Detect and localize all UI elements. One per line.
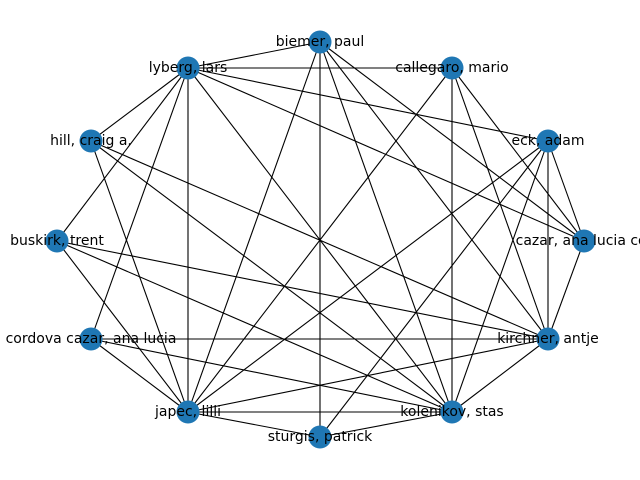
edge-sturgis-kolenikov <box>319 411 453 438</box>
node-cazar <box>572 229 596 253</box>
edge-eck-sturgis <box>319 140 549 438</box>
node-callegaro <box>440 56 464 80</box>
node-hill <box>79 129 103 153</box>
node-buskirk <box>45 229 69 253</box>
edge-eck-japec <box>187 140 549 413</box>
node-lyberg <box>176 56 200 80</box>
edge-eck-kolenikov <box>451 140 549 413</box>
edge-biemer-japec <box>187 41 321 413</box>
edge-lyberg-eck <box>187 67 549 142</box>
node-label-japec: japec, lilli <box>154 404 221 420</box>
node-label-kirchner: kirchner, antje <box>497 331 599 347</box>
node-label-lyberg: lyberg, lars <box>149 60 228 76</box>
node-label-biemer: biemer, paul <box>276 34 365 50</box>
edge-buskirk-kirchner <box>56 240 549 340</box>
node-biemer <box>308 30 332 54</box>
node-eck <box>536 129 560 153</box>
nodes-layer <box>45 30 596 449</box>
edge-callegaro-cazar <box>451 67 585 242</box>
edge-cordova-japec <box>90 338 189 413</box>
node-kolenikov <box>440 400 464 424</box>
edges-layer <box>56 41 585 438</box>
edge-kirchner-japec <box>187 338 549 413</box>
labels-layer: biemer, paul lyberg, lars callegaro, mario… <box>6 34 640 445</box>
edge-buskirk-kolenikov <box>56 240 453 413</box>
node-label-buskirk: buskirk, trent <box>10 233 104 249</box>
edge-kirchner-cazar <box>547 240 585 340</box>
node-label-kolenikov: kolenikov, stas <box>400 404 503 420</box>
edge-cordova-kolenikov <box>90 338 453 413</box>
node-cordova <box>79 327 103 351</box>
edge-biemer-kolenikov <box>319 41 453 413</box>
node-label-hill: hill, craig a. <box>50 133 132 149</box>
node-kirchner <box>536 327 560 351</box>
edge-hill-kolenikov <box>90 140 453 413</box>
edge-japec-sturgis <box>187 411 321 438</box>
edge-biemer-kirchner <box>319 41 549 340</box>
node-label-callegaro: callegaro, mario <box>395 60 508 76</box>
edge-biemer-lyberg <box>187 41 321 69</box>
node-label-cazar: cazar, ana lucia cor <box>516 233 640 249</box>
edge-buskirk-japec <box>56 240 189 413</box>
edge-kirchner-kolenikov <box>451 338 549 413</box>
node-sturgis <box>308 425 332 449</box>
edge-hill-kirchner <box>90 140 549 340</box>
node-label-cordova: cordova cazar, ana lucia <box>6 331 177 347</box>
node-japec <box>176 400 200 424</box>
node-label-eck: eck, adam <box>511 133 584 149</box>
edge-eck-cazar <box>547 140 585 242</box>
node-label-sturgis: sturgis, patrick <box>268 429 373 445</box>
edge-lyberg-cordova <box>90 67 189 340</box>
edge-lyberg-hill <box>90 67 189 142</box>
